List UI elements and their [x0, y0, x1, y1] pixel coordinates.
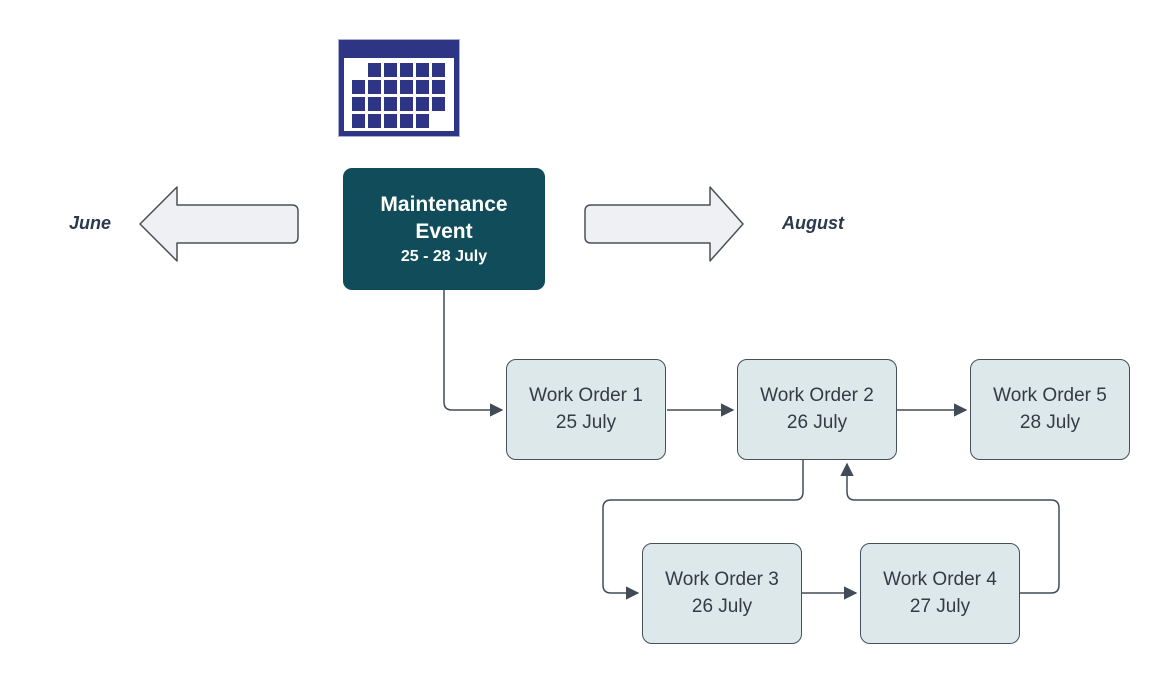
- calendar-day-cell: [416, 63, 429, 77]
- right-block-arrow: [584, 186, 744, 262]
- connector-event-to-wo1: [443, 290, 504, 417]
- calendar-day-cell: [384, 97, 397, 111]
- calendar-day-cell: [432, 97, 445, 111]
- calendar-day-cell: [368, 97, 381, 111]
- work-order-4-date: 27 July: [909, 595, 971, 617]
- timeline-label-august: August: [782, 213, 844, 233]
- timeline-label-june: June: [68, 213, 111, 233]
- work-order-1-date: 25 July: [555, 411, 617, 433]
- calendar-icon: [338, 39, 460, 137]
- calendar-day-cell: [368, 114, 381, 128]
- calendar-day-cell: [400, 63, 413, 77]
- maintenance-event-date: 25 - 28 July: [400, 247, 488, 265]
- calendar-panel: [344, 58, 454, 131]
- calendar-day-cell: [384, 80, 397, 94]
- calendar-day-cell: [432, 80, 445, 94]
- calendar-day-cell: [416, 80, 429, 94]
- calendar-day-cell: [400, 114, 413, 128]
- maintenance-event-box: Maintenance Event 25 - 28 July: [343, 168, 545, 290]
- connector-wo4-to-wo2: [840, 462, 1060, 594]
- calendar-day-cell: [384, 63, 397, 77]
- work-order-2-box: Work Order 2 26 July: [737, 359, 897, 460]
- calendar-day-cell: [416, 97, 429, 111]
- calendar-day-cell: [352, 80, 365, 94]
- work-order-2-name: Work Order 2: [760, 384, 874, 406]
- calendar-day-cell: [368, 63, 381, 77]
- calendar-day-cell: [352, 63, 365, 77]
- calendar-day-cell: [400, 80, 413, 94]
- calendar-day-cell: [352, 97, 365, 111]
- calendar-day-cell: [400, 97, 413, 111]
- calendar-day-cell: [384, 114, 397, 128]
- work-order-1-box: Work Order 1 25 July: [506, 359, 666, 460]
- work-order-5-box: Work Order 5 28 July: [970, 359, 1130, 460]
- connector-wo2-to-wo3: [602, 460, 804, 600]
- work-order-3-date: 26 July: [691, 595, 753, 617]
- work-order-4-name: Work Order 4: [883, 568, 997, 590]
- work-order-1-name: Work Order 1: [529, 384, 643, 406]
- work-order-5-date: 28 July: [1019, 411, 1081, 433]
- maintenance-event-title: Maintenance Event: [380, 193, 508, 243]
- work-order-3-name: Work Order 3: [665, 568, 779, 590]
- calendar-day-cell: [416, 114, 429, 128]
- calendar-day-cell: [432, 114, 445, 128]
- work-order-2-date: 26 July: [786, 411, 848, 433]
- calendar-day-cell: [352, 114, 365, 128]
- calendar-day-cell: [368, 80, 381, 94]
- work-order-5-name: Work Order 5: [993, 384, 1107, 406]
- calendar-grid: [352, 63, 445, 128]
- work-order-3-box: Work Order 3 26 July: [642, 543, 802, 644]
- left-block-arrow: [139, 186, 299, 262]
- work-order-4-box: Work Order 4 27 July: [860, 543, 1020, 644]
- calendar-day-cell: [432, 63, 445, 77]
